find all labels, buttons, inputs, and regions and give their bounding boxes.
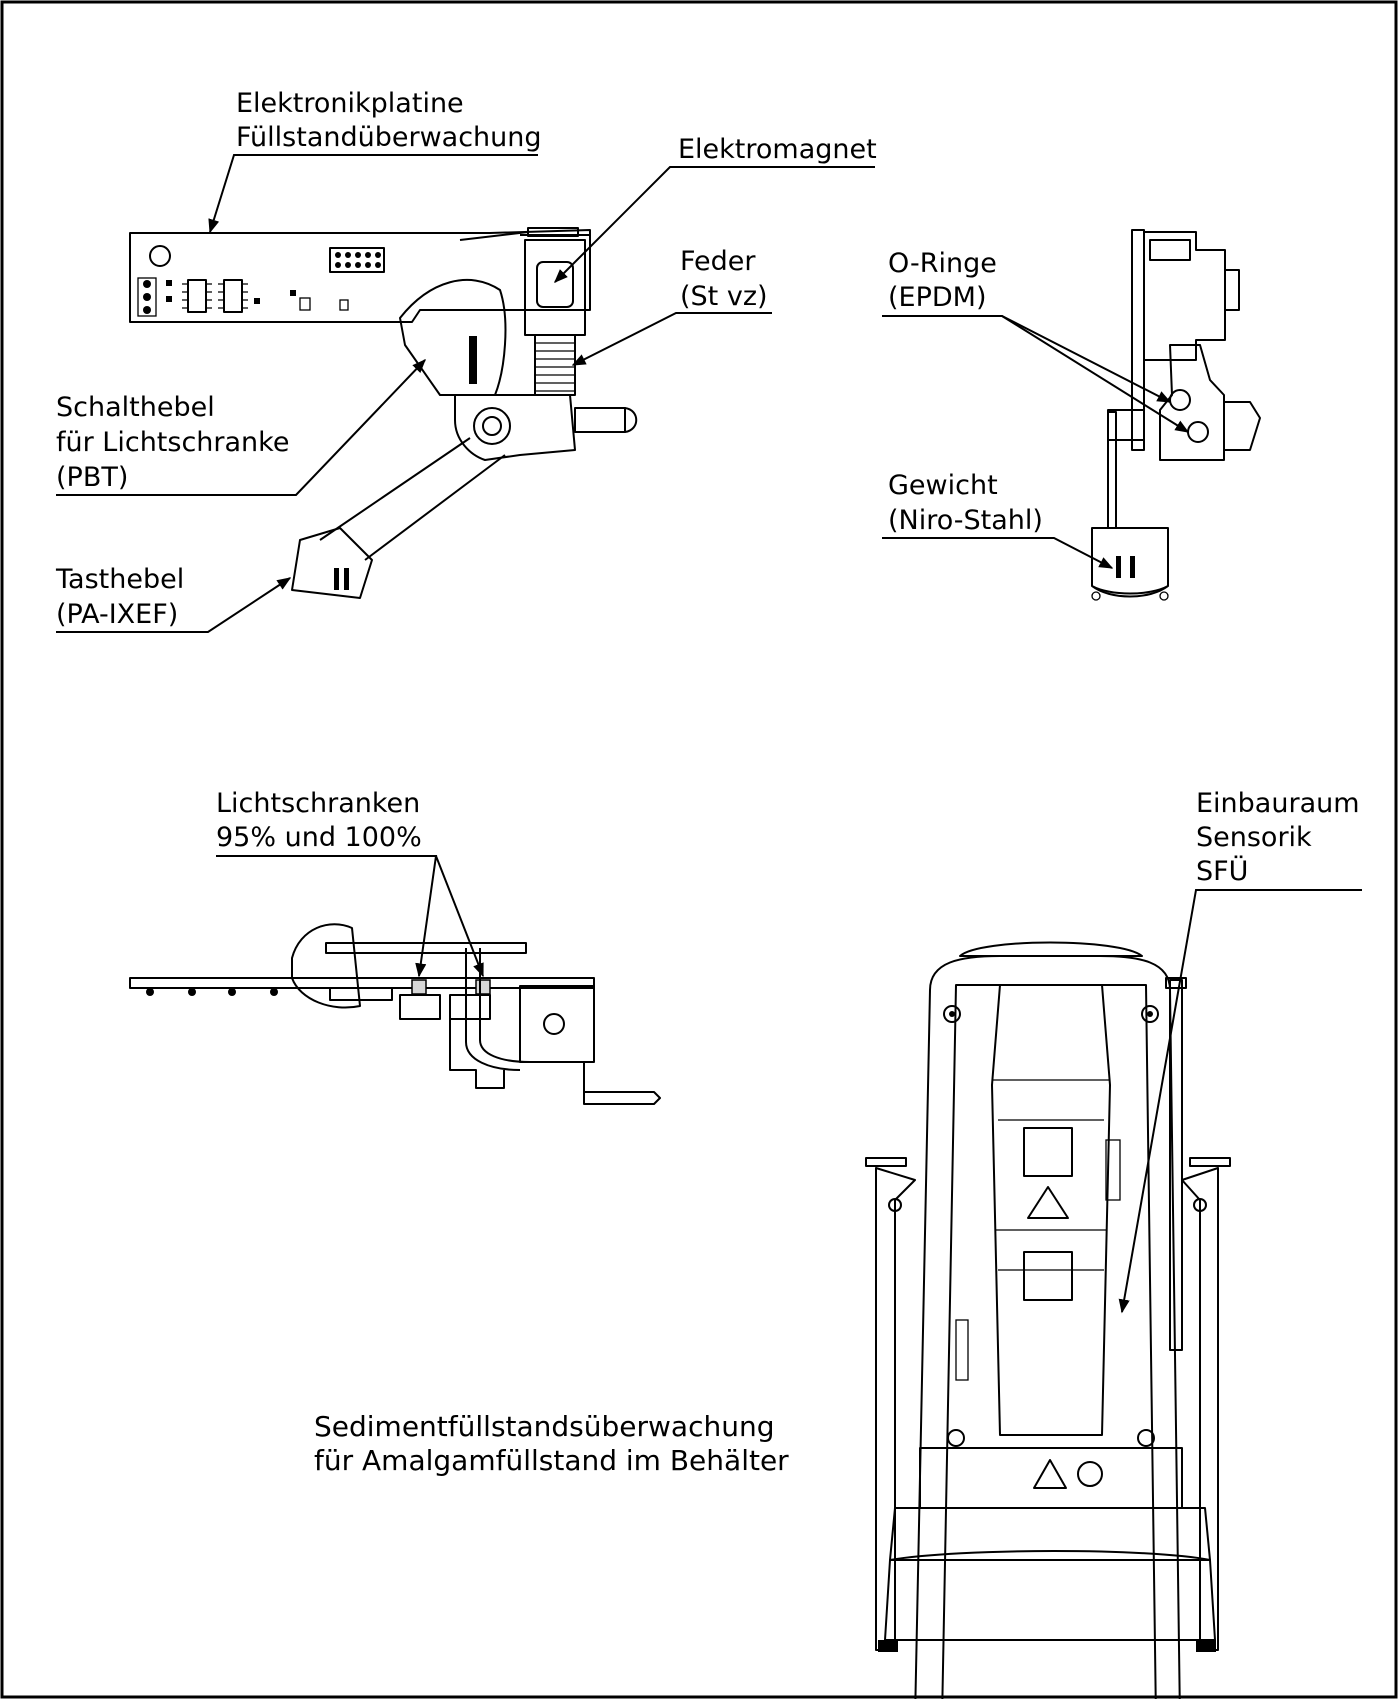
svg-text:Sedimentfüllstandsüberwachung: Sedimentfüllstandsüberwachung [314,1410,775,1443]
svg-text:(PBT): (PBT) [56,462,128,493]
label-elektronikplatine: Elektronikplatine Füllstandüberwachung [208,88,542,234]
svg-text:(PA-IXEF): (PA-IXEF) [56,599,178,630]
gewicht-part [1091,527,1169,601]
label-elektromagnet: Elektromagnet [554,134,877,283]
label-tasthebel: Tasthebel (PA-IXEF) [55,564,292,633]
label-lichtschranken: Lichtschranken 95% und 100% [216,788,484,978]
label-o-ringe: O-Ringe (EPDM) [882,248,1190,433]
svg-text:(EPDM): (EPDM) [888,282,987,313]
svg-text:(St vz): (St vz) [680,281,768,312]
pcb-pin-header [329,247,385,273]
top-view [129,923,661,1105]
svg-text:Elektronikplatine: Elektronikplatine [236,88,464,119]
drawing-caption: Sedimentfüllstandsüberwachung für Amalga… [314,1410,789,1477]
svg-text:für Lichtschranke: für Lichtschranke [56,427,289,458]
tasthebel-part [291,437,506,599]
schalthebel-part [399,278,638,461]
pcb-connector [137,277,157,317]
label-schalthebel: Schalthebel für Lichtschranke (PBT) [56,358,426,496]
pcb-ic-chips [166,279,349,313]
svg-text:SFÜ: SFÜ [1196,855,1248,887]
side-view [1091,229,1261,601]
svg-text:Sensorik: Sensorik [1196,822,1312,853]
svg-text:für Amalgamfüllstand im Behält: für Amalgamfüllstand im Behälter [314,1444,789,1477]
svg-text:Schalthebel: Schalthebel [56,392,215,423]
label-gewicht: Gewicht (Niro-Stahl) [882,470,1114,569]
amalgam-separator-unit [865,941,1231,1699]
feder-spring [534,334,576,396]
svg-text:(Niro-Stahl): (Niro-Stahl) [888,505,1043,536]
svg-text:Lichtschranken: Lichtschranken [216,788,420,819]
svg-text:Einbauraum: Einbauraum [1196,788,1360,819]
svg-text:Tasthebel: Tasthebel [55,564,184,595]
label-feder: Feder (St vz) [571,246,772,366]
svg-text:Gewicht: Gewicht [888,470,998,501]
svg-text:Feder: Feder [680,246,756,277]
sensor-assembly-view [129,227,638,599]
pcb-mounting-hole [149,245,171,267]
label-einbauraum: Einbauraum Sensorik SFÜ [1118,788,1362,1314]
svg-text:Füllstandüberwachung: Füllstandüberwachung [236,122,542,153]
pcb-board [129,229,591,323]
svg-text:Elektromagnet: Elektromagnet [678,134,877,165]
svg-text:95% und 100%: 95% und 100% [216,822,422,853]
svg-text:O-Ringe: O-Ringe [888,248,997,279]
